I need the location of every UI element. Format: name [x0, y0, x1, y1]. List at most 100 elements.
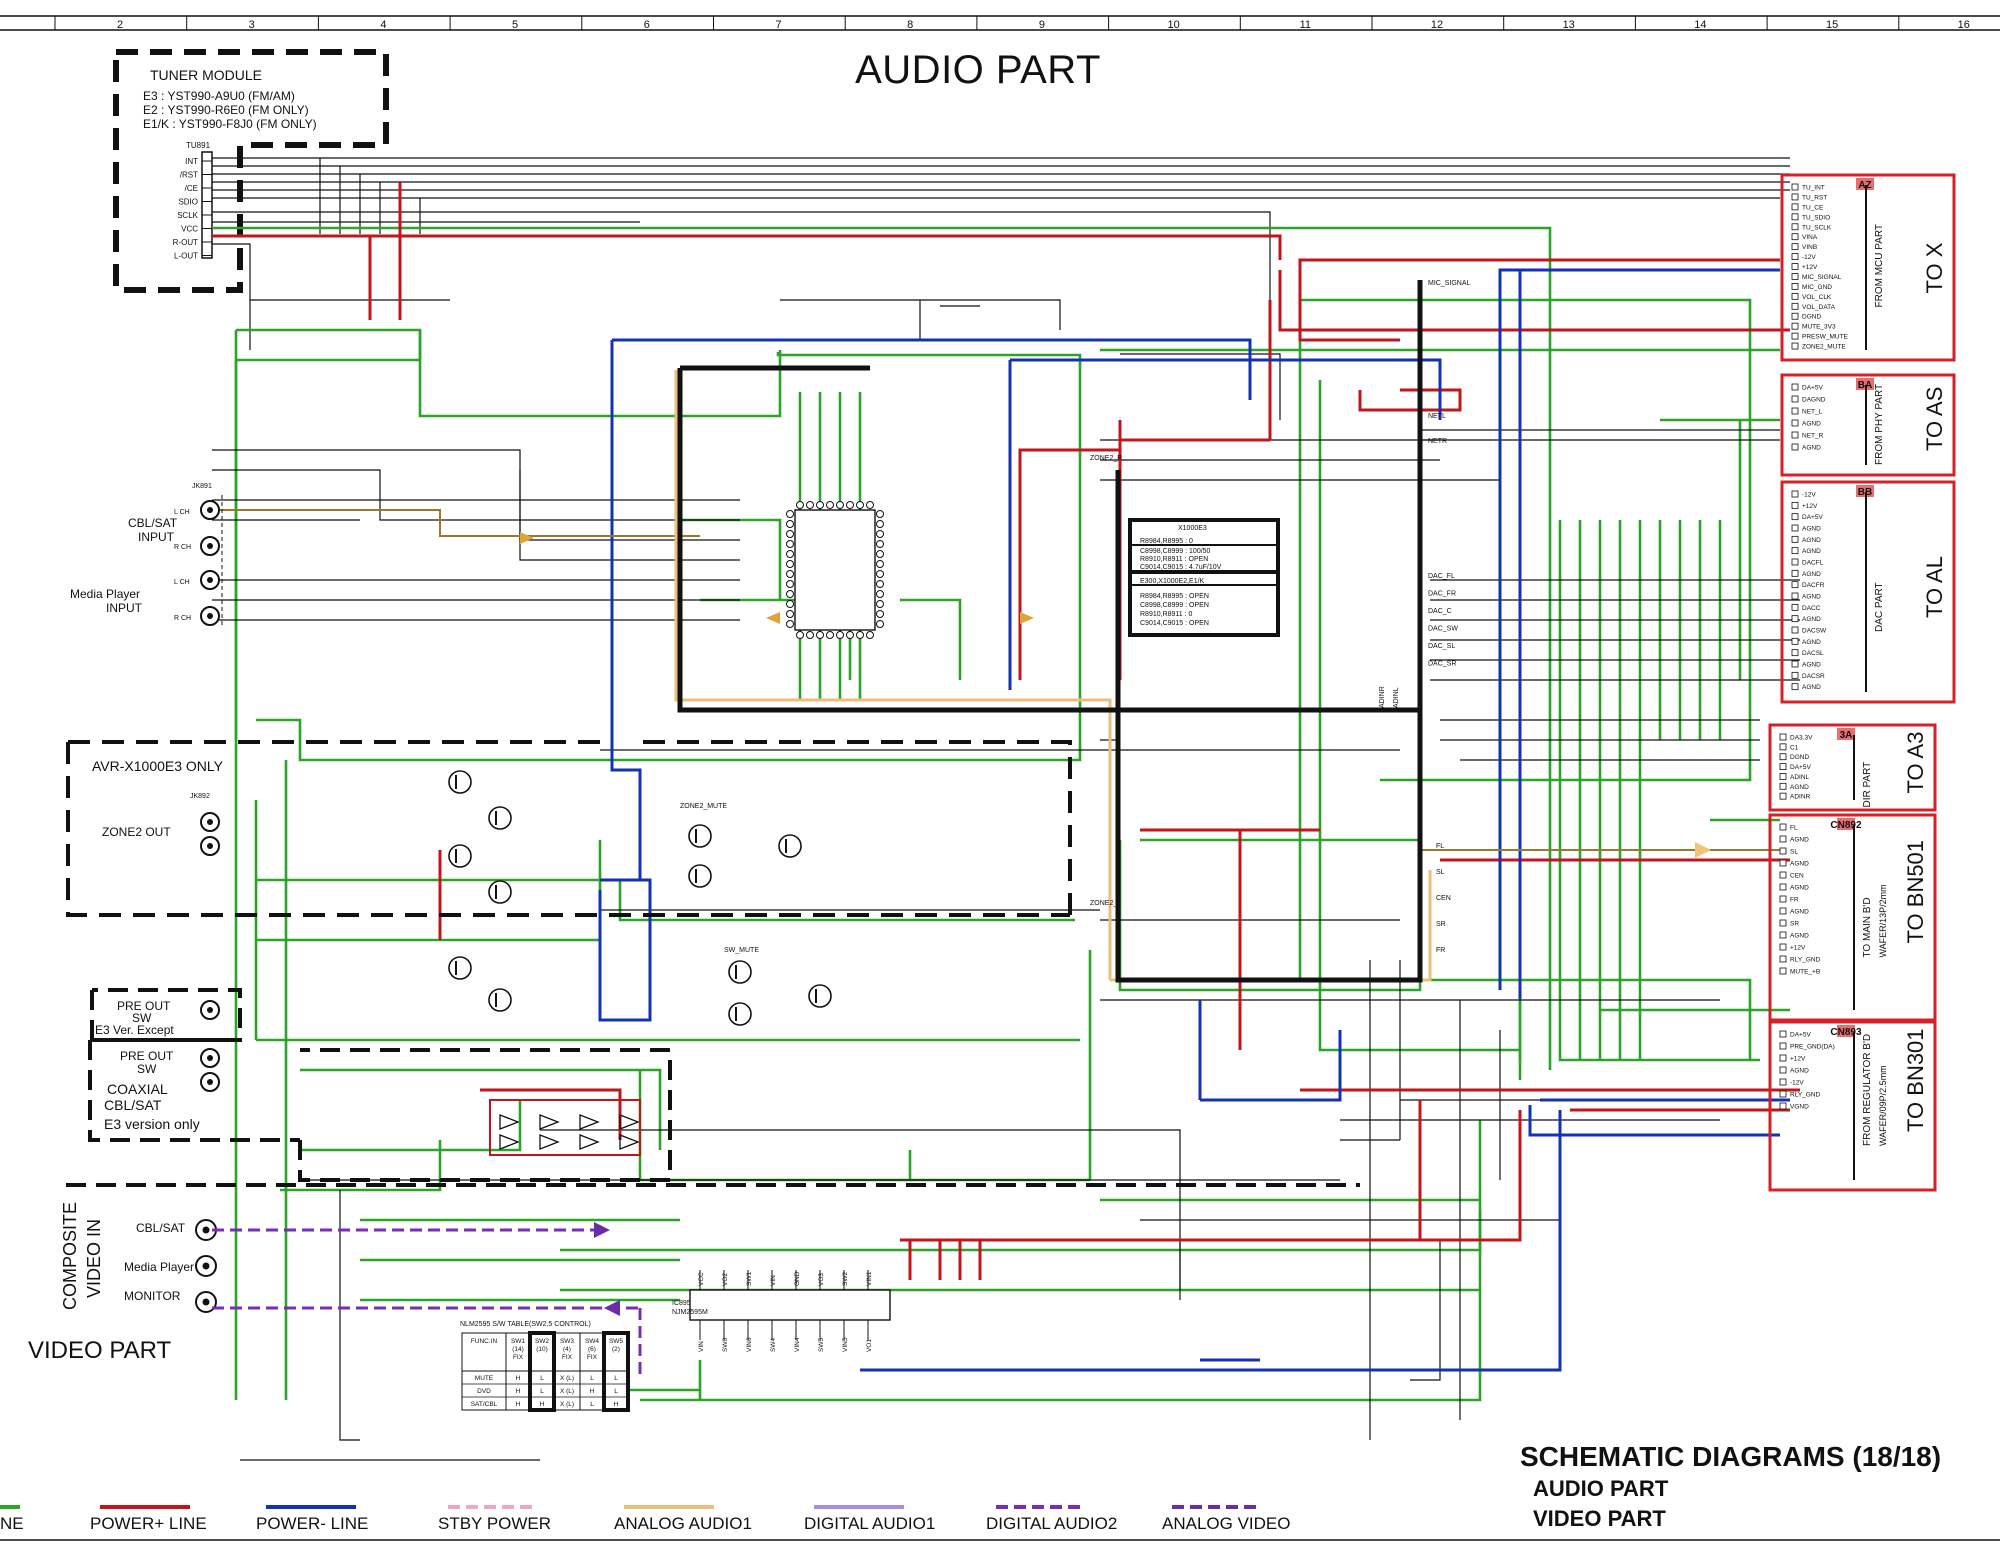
connector-pin-icon: [1791, 223, 1799, 231]
connector-pin-label: CEN: [1790, 873, 1804, 880]
rca-jack-center-icon: [207, 843, 213, 849]
net-dac-label: DAC_FL: [1428, 573, 1455, 580]
rca-jack-center-icon: [207, 577, 213, 583]
video-ic-pin-label: VCC: [698, 1272, 705, 1286]
connector-pin-label: +12V: [1802, 503, 1818, 510]
coaxial-line1: COAXIAL: [107, 1081, 168, 1097]
column-number: 11: [1300, 19, 1311, 31]
connector-pin-icon: [1791, 592, 1799, 600]
connector-pin-icon: [1791, 626, 1799, 634]
column-number: 9: [1039, 19, 1045, 31]
zone2-block: AVR-X1000E3 ONLY ZONE2 OUT JK892 ZONE2_M…: [66, 740, 1072, 1026]
connector-pin-icon: [1791, 443, 1799, 451]
video-ic-pin-label: SW6: [722, 1338, 729, 1352]
connector-pin-label: TU_CE: [1802, 204, 1824, 211]
options-box: X1000E3 R8984,R8995 : 0 C8998,C8999 : 10…: [1128, 518, 1280, 637]
connector-pin-icon: [1779, 943, 1787, 951]
video-table-cell: L: [614, 1388, 618, 1395]
video-part: COMPOSITE VIDEO IN CBL/SAT Media Player …: [28, 1202, 891, 1412]
tuner-variant-3: E1/K : YST990-F8J0 (FM ONLY): [143, 117, 317, 131]
connector-pin-label: DA+5V: [1790, 1032, 1811, 1039]
connector-pin-label: SR: [1790, 921, 1799, 928]
connector-pin-icon: [1791, 615, 1799, 623]
connector-pin-label: MIC_GND: [1802, 284, 1832, 291]
connector-pin-label: AGND: [1790, 885, 1809, 892]
transistor-icon: [808, 984, 832, 1008]
connector-id: CN892: [1830, 820, 1862, 831]
legend-label: DIGITAL AUDIO1: [804, 1514, 935, 1533]
connector-pin-icon: [1779, 919, 1787, 927]
video-table-highlight: [602, 1331, 630, 1412]
video-table-cell: SAT/CBL: [471, 1401, 498, 1408]
rca-jack-center-icon: [207, 613, 213, 619]
preout-1-line2: SW: [132, 1011, 152, 1025]
options-line-a2: C8998,C8999 : 100/50: [1140, 548, 1211, 555]
connector-pin-icon: [1791, 419, 1799, 427]
connector-frame: [1768, 723, 1937, 812]
connector-pin-label: AGND: [1802, 571, 1821, 578]
connector-title: TO A3: [1903, 732, 1928, 794]
ic-pin-icon: [876, 620, 884, 628]
net-out-label: SL: [1436, 869, 1445, 876]
connector-pin-label: AGND: [1802, 639, 1821, 646]
connector-pin-label: AGND: [1790, 784, 1809, 791]
video-table-highlight: [528, 1331, 556, 1412]
buffer-icon: [619, 1134, 640, 1150]
connector-pin-label: ZONE2_MUTE: [1802, 344, 1846, 351]
connector-pin-label: DGND: [1790, 754, 1809, 761]
ic-pin-icon: [876, 540, 884, 548]
ic-pin-icon: [846, 501, 854, 509]
preout-1-note: E3 Ver. Except: [95, 1023, 174, 1037]
footer-title: SCHEMATIC DIAGRAMS (18/18): [1520, 1441, 1941, 1472]
connector-pin-label: FL: [1790, 825, 1798, 832]
connector-pin-label: AGND: [1802, 537, 1821, 544]
legend-label: POWER+ LINE: [90, 1514, 207, 1533]
video-table-cell: MUTE: [475, 1375, 494, 1382]
connector-pin-icon: [1791, 263, 1799, 270]
connector-pin-label: PRESW_MUTE: [1802, 334, 1849, 341]
ic-pin-icon: [786, 510, 794, 518]
tuner-pin-label: /RST: [180, 171, 198, 180]
transistor-icon: [488, 806, 512, 830]
ic-pin-icon: [876, 560, 884, 568]
video-ic-pin-label: SW5: [818, 1338, 825, 1352]
connector-cn892: CN892FLAGNDSLAGNDCENAGNDFRAGNDSRAGND+12V…: [1768, 813, 1937, 1022]
video-ic-pin-label: VIN: [770, 1275, 777, 1286]
connector-pin-icon: [1791, 203, 1799, 211]
ic-pin-icon: [876, 510, 884, 518]
column-number: 16: [1958, 19, 1970, 31]
zone2-jack-ref: JK892: [190, 793, 210, 800]
legend-label: STBY POWER: [438, 1514, 551, 1533]
video-table-cell: DVD: [477, 1388, 491, 1395]
video-part-label: VIDEO PART: [28, 1337, 171, 1364]
transistor-icon: [488, 880, 512, 904]
connector-pin-label: MIC_SIGNAL: [1802, 274, 1842, 281]
video-ic-pin-label: VIN4: [794, 1337, 801, 1352]
connector-pin-icon: [1791, 213, 1799, 221]
connector-pin-label: DA+5V: [1802, 385, 1823, 392]
connector-pin-icon: [1779, 931, 1787, 939]
connector-pin-label: DACFR: [1802, 582, 1825, 589]
connector-pin-label: DACSL: [1802, 650, 1824, 657]
ic-pin-icon: [806, 501, 814, 509]
options-line-b3: R8910,R8911 : 0: [1140, 611, 1193, 618]
connector-pin-label: DACC: [1802, 605, 1821, 612]
column-number: 10: [1167, 19, 1179, 31]
connector-pin-label: DACFL: [1802, 560, 1824, 567]
coaxial-line2: CBL/SAT: [104, 1097, 162, 1113]
connector-pin-icon: [1791, 253, 1799, 260]
rca-jack-center-icon: [207, 543, 213, 549]
video-table-cell: H: [516, 1375, 521, 1382]
connector-pin-label: PRE_GND(DA): [1790, 1044, 1835, 1051]
ic-pin-icon: [856, 631, 864, 639]
video-table-head: (6): [588, 1346, 596, 1353]
net-zone2-r: ZONE2_R: [1090, 455, 1122, 462]
connector-pin-icon: [1791, 649, 1799, 657]
connector-id-badge: [1856, 485, 1874, 497]
ic-pin-icon: [786, 620, 794, 628]
connector-pin-label: AGND: [1790, 861, 1809, 868]
ic-pin-icon: [876, 590, 884, 598]
rca-jack-center-icon: [207, 507, 213, 513]
options-line-a1: R8984,R8995 : 0: [1140, 538, 1193, 545]
